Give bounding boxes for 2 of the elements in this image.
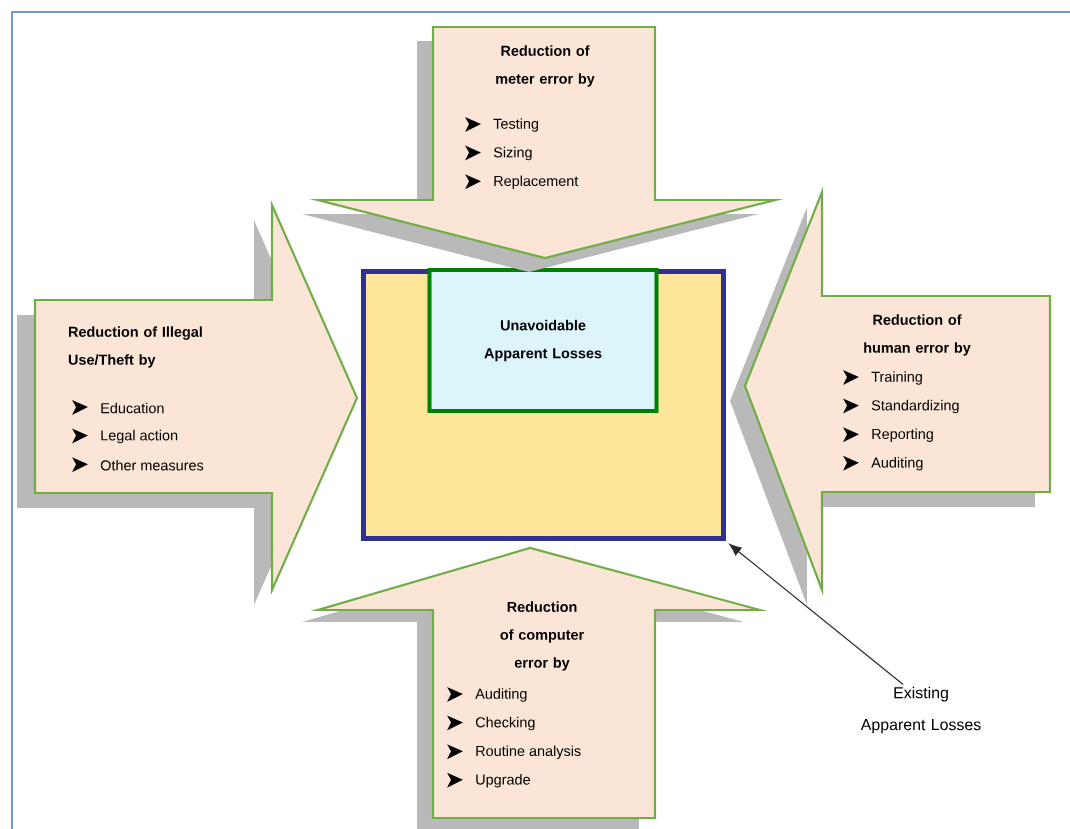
callout-text: Existing Apparent Losses <box>860 686 981 734</box>
inner-box: Unavoidable Apparent Losses <box>427 268 659 413</box>
